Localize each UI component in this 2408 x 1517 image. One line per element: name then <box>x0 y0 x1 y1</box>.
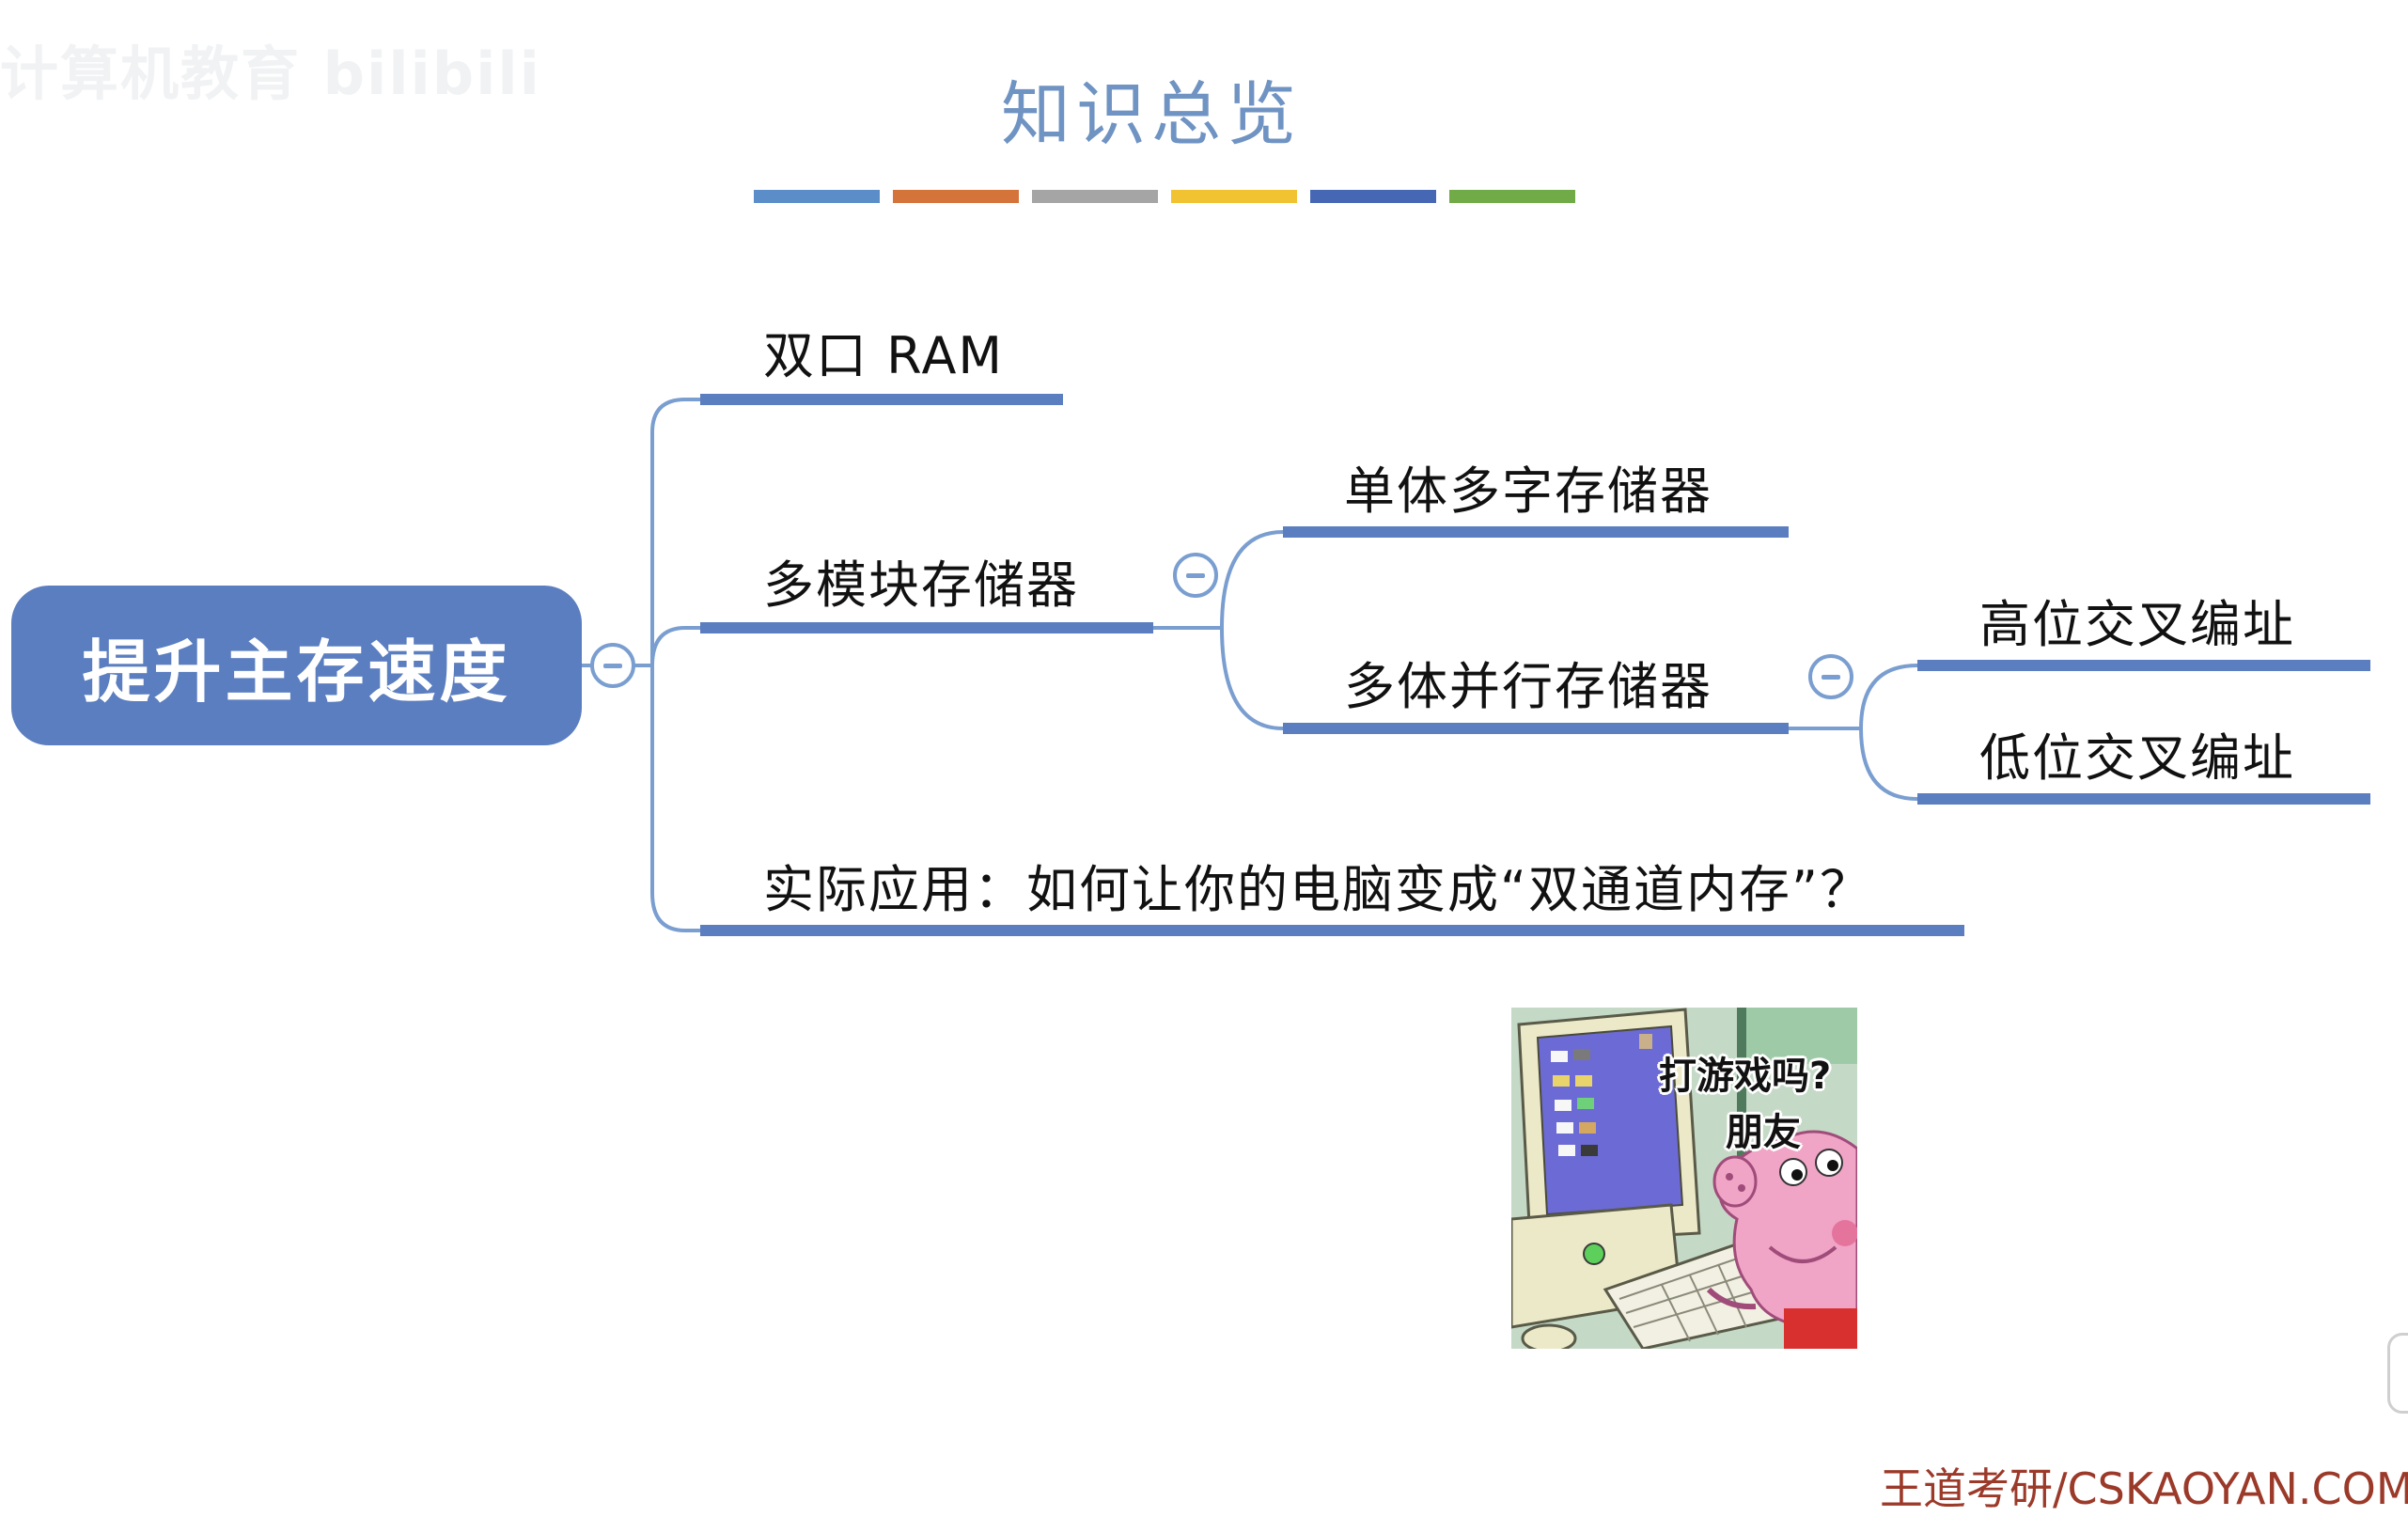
meme-image: 打游戏吗? 朋友 <box>1511 1008 1857 1349</box>
page-title: 知识总览 <box>1001 74 1302 155</box>
node-low-order-interleave[interactable]: 低位交叉编址 <box>1979 728 2295 788</box>
node-single-multi-word[interactable]: 单体多字存储器 <box>1344 461 1712 521</box>
collapse-root-button[interactable] <box>590 643 635 688</box>
footer-brand: 王道考研/CSKAOYAN.COM <box>1880 1463 2408 1514</box>
color-bar-2 <box>893 190 1019 203</box>
node-multi-module-memory[interactable]: 多模块存储器 <box>763 555 1079 615</box>
mindmap-root-node[interactable]: 提升主存速度 <box>11 586 582 745</box>
node-multi-module-memory-underline <box>700 622 1153 633</box>
meme-caption-line1: 打游戏吗? <box>1659 1055 1832 1098</box>
minus-icon <box>1822 674 1840 680</box>
meme-caption-line2: 朋友 <box>1726 1111 1801 1154</box>
node-high-order-interleave[interactable]: 高位交叉编址 <box>1979 595 2295 654</box>
node-dual-port-ram-underline <box>700 394 1063 405</box>
color-bar-6 <box>1449 190 1575 203</box>
scroll-handle[interactable] <box>2387 1333 2408 1414</box>
color-bar-1 <box>754 190 880 203</box>
node-single-multi-word-underline <box>1283 526 1789 538</box>
color-bar-5 <box>1310 190 1436 203</box>
collapse-parallel-button[interactable] <box>1808 654 1853 699</box>
node-dual-port-ram[interactable]: 双口 RAM <box>763 326 1005 385</box>
watermark: 计算机教育 bilibili <box>0 39 541 108</box>
color-bar-4 <box>1171 190 1297 203</box>
node-practical-application[interactable]: 实际应用：如何让你的电脑变成“双通道内存”？ <box>763 860 1872 919</box>
node-multi-body-parallel-underline <box>1283 723 1789 734</box>
node-multi-body-parallel[interactable]: 多体并行存储器 <box>1344 657 1712 716</box>
node-high-order-interleave-underline <box>1917 660 2370 671</box>
node-practical-application-underline <box>700 925 1964 936</box>
minus-icon <box>603 663 622 668</box>
collapse-multi-module-button[interactable] <box>1173 553 1218 598</box>
color-bar-3 <box>1032 190 1158 203</box>
minus-icon <box>1186 572 1205 578</box>
node-low-order-interleave-underline <box>1917 793 2370 805</box>
